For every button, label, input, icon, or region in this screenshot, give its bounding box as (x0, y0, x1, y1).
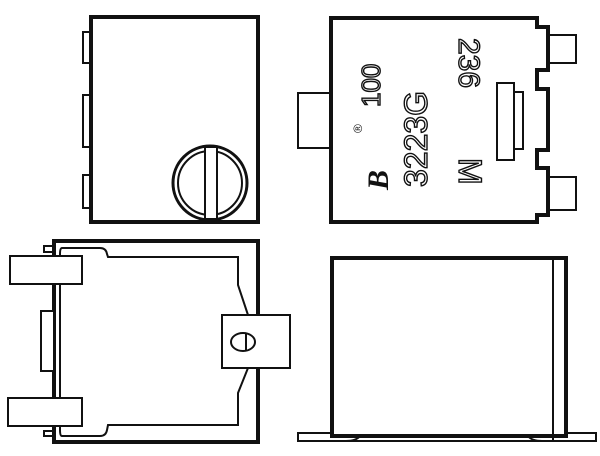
inner-outline (59, 247, 249, 437)
marking-100: 100 (356, 64, 386, 107)
top-view (82, 15, 260, 224)
corner-steps (43, 245, 54, 437)
pin-top (547, 34, 577, 64)
marked-view: 100 3223G 236 M ® B (297, 16, 577, 224)
left-tab (297, 92, 332, 149)
contact-window-step (513, 91, 524, 150)
terminal-top (9, 255, 83, 285)
adjustment-screw-icon (171, 144, 249, 222)
side-view (297, 256, 597, 442)
marking-date-code: 236 (452, 38, 485, 88)
pin-bottom (547, 176, 577, 211)
terminal-bottom (7, 397, 83, 427)
marking-m: M (452, 158, 488, 185)
marking-model: 3223G (398, 91, 434, 187)
screw-slot-icon (230, 332, 256, 352)
side-tab (40, 310, 55, 372)
body-outline (329, 16, 550, 224)
registered-mark: ® (351, 124, 365, 133)
body-outline (330, 256, 568, 438)
bottom-view (7, 239, 291, 444)
bourns-logo-icon: B (362, 170, 395, 191)
contact-window (496, 82, 515, 161)
